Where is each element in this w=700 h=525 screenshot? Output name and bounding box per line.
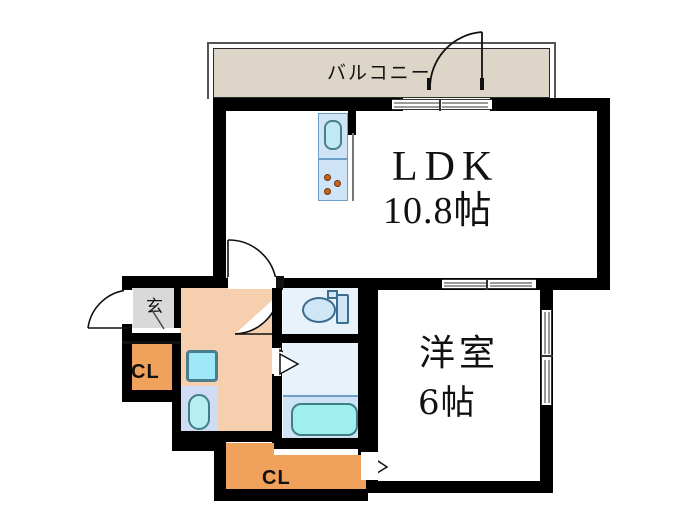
room-east-window[interactable]	[541, 310, 553, 405]
western-room-label: 洋室	[419, 333, 500, 374]
wall-washroom-west	[172, 340, 181, 440]
lavatory-basin-icon	[188, 394, 210, 430]
wall-washroom-bottom-link	[172, 440, 226, 451]
toilet-flush-button-icon	[327, 290, 338, 299]
wall-room-south	[366, 481, 553, 493]
wall-kitchen-stub	[348, 111, 356, 135]
wall-bath-east	[358, 288, 367, 493]
entrance-door-opening	[124, 290, 133, 324]
toilet-icon	[302, 297, 336, 323]
bath-divider-line	[283, 395, 365, 397]
balcony-outer-frame-right	[554, 42, 556, 99]
washing-machine-icon	[186, 350, 218, 382]
ldk-size-label: 10.8帖	[383, 190, 493, 232]
ldk-balcony-slider[interactable]	[392, 99, 492, 111]
stove-burner-2-icon	[334, 180, 341, 187]
balcony-area	[213, 48, 550, 98]
wall-washroom-east	[272, 328, 282, 440]
stove-burner-1-icon	[324, 174, 331, 181]
ldk-label: LDK	[392, 144, 500, 190]
genkan-area	[131, 288, 180, 328]
wall-ldk-west	[213, 98, 226, 278]
kitchen-counter-divider	[318, 158, 348, 160]
room-closet-opening	[367, 452, 378, 480]
ldk-room-slider[interactable]	[442, 279, 536, 290]
wall-entry-north	[122, 276, 226, 288]
bathtub-icon	[291, 403, 358, 436]
bath-lobby-area	[283, 343, 365, 396]
closet-left-label: CL	[131, 361, 160, 383]
stove-burner-3-icon	[324, 188, 331, 195]
wall-entry-west-upper	[122, 276, 132, 292]
wall-ldk-south-east	[540, 278, 610, 290]
kitchen-partition-line	[352, 133, 354, 201]
hall-door-north-arc[interactable]	[226, 236, 282, 282]
wall-ldk-north	[213, 98, 403, 111]
wall-washroom-south	[172, 431, 282, 442]
closet-bottom-area-2	[226, 455, 366, 493]
balcony-door-jamb-left	[427, 78, 431, 90]
balcony-outer-frame-top	[207, 42, 556, 44]
western-room-size-label: 6帖	[418, 383, 476, 423]
balcony-door-top-arc	[428, 8, 484, 89]
western-room-area	[378, 290, 540, 490]
sink-icon	[324, 120, 342, 150]
balcony-outer-frame-left	[207, 42, 209, 99]
closet-bottom-label: CL	[262, 467, 291, 489]
hall-door-north-opening	[228, 277, 278, 289]
wall-east-outer	[597, 98, 610, 288]
balcony-door-jamb-right	[480, 78, 484, 90]
toilet-tank-icon	[336, 294, 349, 324]
balcony-label: バルコニー	[327, 62, 432, 84]
hall-door-north-jamb	[276, 276, 284, 290]
wall-toilet-south	[272, 334, 368, 343]
wall-entry-west-lower	[122, 324, 132, 398]
wall-genkan-east	[174, 288, 181, 328]
genkan-label: 玄	[146, 297, 163, 317]
wall-ldk-north-right	[490, 98, 610, 111]
wall-closet-bottom-west	[214, 443, 226, 493]
wall-hall-east-upper	[272, 288, 282, 333]
genkan-step-line	[151, 309, 165, 330]
wall-closet-bottom-south	[214, 489, 368, 501]
bath-door-marker[interactable]	[274, 352, 300, 376]
wall-bath-south	[272, 438, 367, 449]
wall-genkan-south	[122, 333, 181, 341]
wall-room-west	[366, 288, 378, 493]
closet-left-door[interactable]	[122, 341, 180, 344]
